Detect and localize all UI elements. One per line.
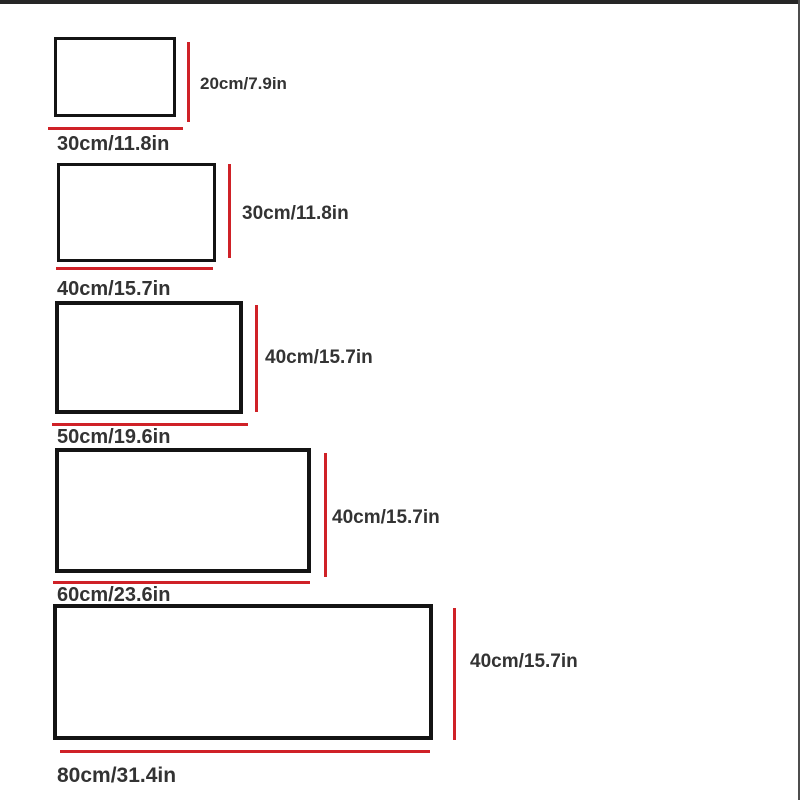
height-dimension-line-5 — [453, 608, 456, 740]
height-dimension-line-1 — [187, 42, 190, 122]
width-dimension-line-5 — [60, 750, 430, 753]
height-label-5: 40cm/15.7in — [470, 651, 578, 672]
height-dimension-line-3 — [255, 305, 258, 412]
size-rectangle-5 — [53, 604, 433, 740]
width-dimension-line-4 — [53, 581, 310, 584]
size-rectangle-3 — [55, 301, 243, 414]
width-label-1: 30cm/11.8in — [57, 133, 170, 155]
height-label-1: 20cm/7.9in — [200, 74, 287, 93]
width-dimension-line-2 — [56, 267, 213, 270]
height-label-2: 30cm/11.8in — [242, 203, 349, 224]
size-rectangle-4 — [55, 448, 311, 573]
size-rectangle-2 — [57, 163, 216, 262]
height-dimension-line-4 — [324, 453, 327, 577]
width-dimension-line-3 — [52, 423, 248, 426]
height-dimension-line-2 — [228, 164, 231, 258]
width-label-4: 60cm/23.6in — [57, 584, 171, 606]
height-label-3: 40cm/15.7in — [265, 347, 373, 368]
top-edge-bar — [0, 0, 800, 4]
width-label-5: 80cm/31.4in — [57, 764, 177, 787]
right-edge-line — [798, 0, 800, 800]
width-dimension-line-1 — [48, 127, 183, 130]
width-label-3: 50cm/19.6in — [57, 426, 171, 448]
width-label-2: 40cm/15.7in — [57, 278, 171, 300]
height-label-4: 40cm/15.7in — [332, 507, 440, 528]
size-rectangle-1 — [54, 37, 176, 117]
